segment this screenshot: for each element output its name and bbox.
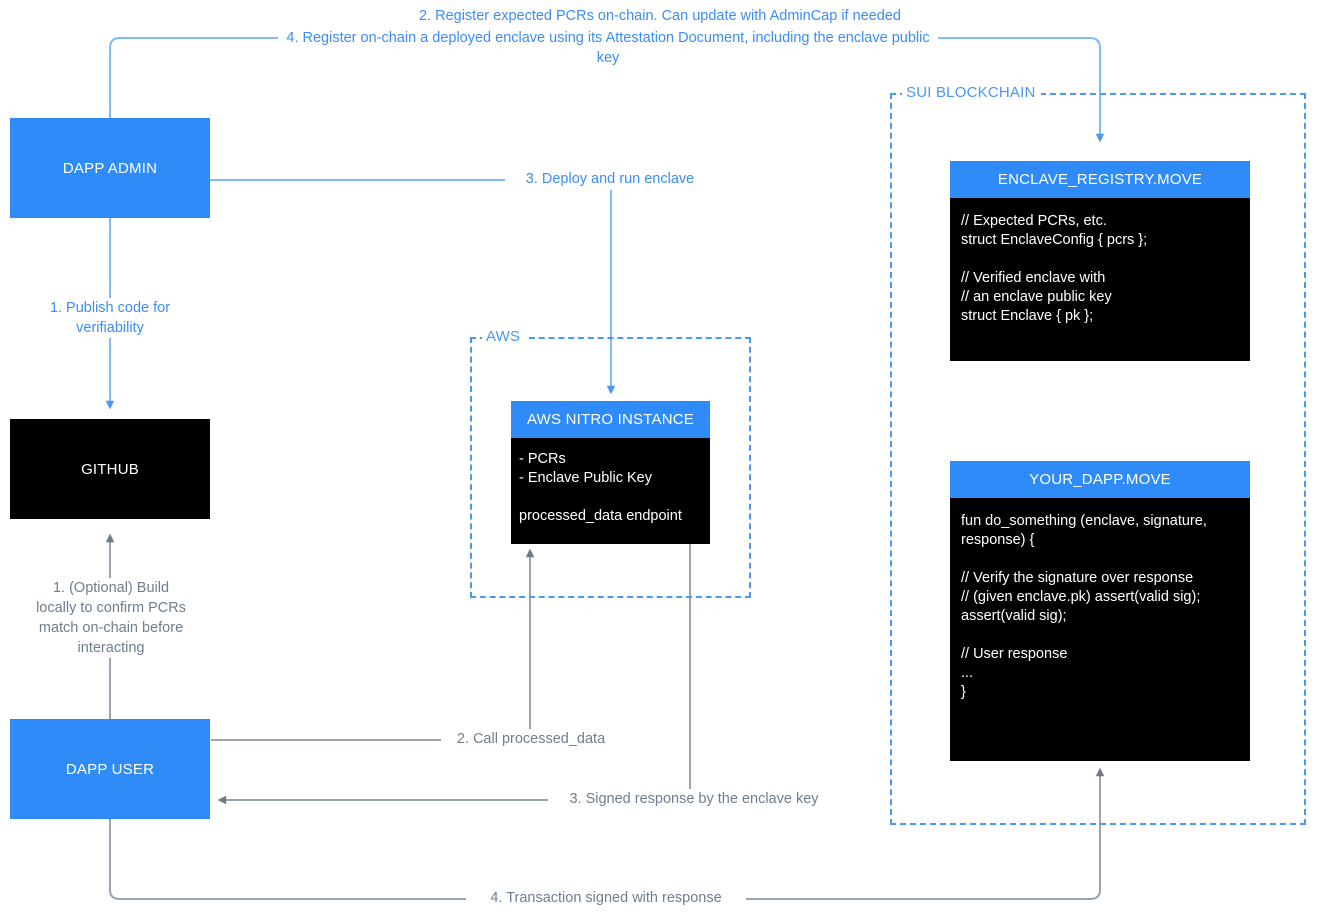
node-dapp-admin[interactable]: DAPP ADMIN	[10, 118, 210, 218]
group-aws: AWS	[470, 328, 751, 598]
card-aws-nitro-instance-body: - PCRs - Enclave Public Key processed_da…	[511, 438, 710, 544]
edge-label-call-processed-data: 2. Call processed_data	[441, 729, 621, 749]
edge-label-publish-code: 1. Publish code for verifiability	[20, 298, 200, 338]
card-aws-nitro-instance[interactable]: AWS NITRO INSTANCE - PCRs - Enclave Publ…	[511, 401, 710, 544]
card-your-dapp-move[interactable]: YOUR_DAPP.MOVE fun do_something (enclave…	[950, 461, 1250, 761]
card-enclave-registry-move-header: ENCLAVE_REGISTRY.MOVE	[950, 161, 1250, 198]
card-enclave-registry-move-body: // Expected PCRs, etc. struct EnclaveCon…	[950, 198, 1250, 361]
node-dapp-user-label: DAPP USER	[65, 760, 155, 778]
group-aws-label: AWS	[482, 328, 526, 345]
card-your-dapp-move-header: YOUR_DAPP.MOVE	[950, 461, 1250, 498]
edge-label-signed-response: 3. Signed response by the enclave key	[548, 789, 840, 809]
group-sui-blockchain: SUI BLOCKCHAIN	[890, 84, 1306, 825]
node-github[interactable]: GITHUB	[10, 419, 210, 519]
node-dapp-user[interactable]: DAPP USER	[10, 719, 210, 819]
edge-label-transaction-signed: 4. Transaction signed with response	[466, 888, 746, 908]
edge-label-register-enclave: 4. Register on-chain a deployed enclave …	[278, 28, 938, 68]
edge-label-build-locally: 1. (Optional) Build locally to confirm P…	[16, 578, 206, 658]
group-sui-blockchain-label: SUI BLOCKCHAIN	[902, 84, 1041, 101]
edge-label-register-pcrs: 2. Register expected PCRs on-chain. Can …	[300, 6, 1020, 26]
card-aws-nitro-instance-header: AWS NITRO INSTANCE	[511, 401, 710, 438]
edge-label-deploy-enclave: 3. Deploy and run enclave	[505, 169, 715, 189]
node-github-label: GITHUB	[81, 460, 139, 478]
card-your-dapp-move-body: fun do_something (enclave, signature, re…	[950, 498, 1250, 761]
card-enclave-registry-move[interactable]: ENCLAVE_REGISTRY.MOVE // Expected PCRs, …	[950, 161, 1250, 361]
node-dapp-admin-label: DAPP ADMIN	[62, 159, 158, 177]
